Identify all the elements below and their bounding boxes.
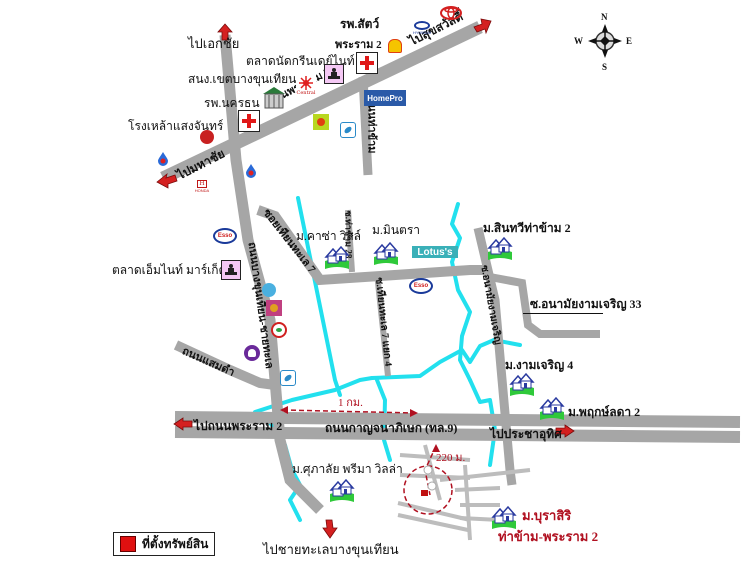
esso-logo-icon-2: Esso bbox=[409, 278, 433, 294]
road-label-soi-anamai-33: ซ.อนามัยงามเจริญ 33 bbox=[530, 297, 642, 311]
bank-icon-kasikorn bbox=[271, 322, 287, 338]
label-district-office: สนง.เขตบางขุนเทียน bbox=[188, 72, 297, 86]
label-to-rama2: ไปถนนพระราม 2 bbox=[194, 419, 283, 433]
store-logo-icon bbox=[313, 114, 329, 130]
hyundai-logo-icon: HYUNDAI bbox=[408, 20, 436, 36]
market-icon-green-day bbox=[324, 64, 344, 84]
compass-e: E bbox=[626, 36, 633, 46]
homepro-logo-icon: HomePro bbox=[364, 90, 406, 106]
lotus-logo-text: Lotus's bbox=[417, 246, 453, 258]
village-house-icon-burasiri bbox=[490, 505, 518, 531]
soi-grid bbox=[397, 444, 531, 541]
village-house-icon-sinthavee bbox=[486, 236, 514, 262]
direction-arrows bbox=[156, 18, 575, 539]
label-to-beach: ไปชายทะเลบางขุนเทียน bbox=[263, 542, 399, 557]
roads bbox=[160, 21, 741, 514]
label-vet-hospital: รพ.สัตว์ bbox=[340, 17, 380, 31]
soi-33-pointer-line bbox=[523, 313, 603, 314]
property-marker bbox=[421, 490, 428, 496]
label-saengchan: โรงเหล้าแสงจันทร์ bbox=[128, 119, 224, 133]
hyundai-logo-text: HYUNDAI bbox=[412, 30, 431, 35]
label-casa-ville: ม.คาซ่า วิลล์ bbox=[296, 229, 362, 243]
bank-icon-krungthai-2 bbox=[280, 370, 296, 386]
hospital-icon-nakornthon bbox=[238, 110, 260, 132]
government-building-icon bbox=[262, 86, 286, 110]
label-sinthavee: ม.สินทวีท่าข้าม 2 bbox=[483, 221, 571, 235]
bank-icon-scb-purple bbox=[244, 345, 260, 361]
distance-1km: 1 กม. bbox=[338, 397, 363, 409]
label-ngamcharoen4: ม.งามเจริญ 4 bbox=[505, 358, 574, 372]
bank-icon-scb bbox=[262, 283, 276, 297]
compass-n: N bbox=[601, 12, 608, 22]
label-burasiri-sub: ท่าข้าม-พระราม 2 bbox=[498, 529, 599, 544]
label-to-pracha-uthit: ไปประชาอุทิศ bbox=[490, 427, 562, 441]
honda-logo-text: HONDA bbox=[194, 187, 210, 193]
village-house-icon-mintra bbox=[372, 241, 400, 267]
ptt-gas-icon-1 bbox=[157, 152, 169, 166]
compass-icon bbox=[588, 24, 622, 58]
market-icon-m-night bbox=[221, 260, 241, 280]
honda-logo-icon: H HONDA bbox=[194, 179, 210, 193]
road-label-kanchanaphisek: ถนนกาญจนาภิเษก (ทล.9) bbox=[325, 421, 458, 435]
distillery-icon bbox=[200, 130, 214, 144]
compass-rose: N S W E bbox=[574, 10, 633, 72]
legend-property-label: ที่ตั้งทรัพย์สิน bbox=[142, 536, 209, 551]
distance-220m: 220 ม. bbox=[436, 452, 466, 464]
homepro-logo-text: HomePro bbox=[367, 93, 403, 103]
map-legend: ที่ตั้งทรัพย์สิน bbox=[113, 532, 215, 556]
village-house-icon-pruklada2 bbox=[538, 396, 566, 422]
label-mintra: ม.มินตรา bbox=[372, 223, 420, 237]
esso-text-1: Esso bbox=[217, 233, 233, 239]
label-burasiri: ม.บุราสิริ bbox=[522, 508, 572, 523]
village-house-icon-casa-ville bbox=[323, 245, 351, 271]
hospital-icon-vet bbox=[356, 52, 378, 74]
shell-logo-icon bbox=[388, 39, 402, 53]
village-house-icon-ngamcharoen4 bbox=[508, 372, 536, 398]
label-to-ekkachai: ไปเอกชัย bbox=[188, 36, 240, 51]
lotus-logo-icon: Lotus's bbox=[412, 246, 458, 258]
legend-property-swatch bbox=[120, 536, 136, 552]
bank-icon-krungthai bbox=[340, 122, 356, 138]
label-pruklada2: ม.พฤกษ์ลดา 2 bbox=[568, 405, 641, 419]
label-supalai-prima: ม.ศุภาลัย พรีมา วิลล่า bbox=[292, 462, 403, 476]
ptt-gas-icon-2 bbox=[245, 164, 257, 178]
esso-text-2: Esso bbox=[413, 283, 429, 289]
label-rama2-shell: พระราม 2 bbox=[335, 39, 382, 51]
label-m-night-market: ตลาดเอ็มไนท์ มาร์เก็ต bbox=[112, 263, 227, 277]
bank-icon-gsb bbox=[266, 300, 282, 316]
village-house-icon-supalai bbox=[328, 478, 356, 504]
label-nakornthon: รพ.นครธน bbox=[204, 96, 260, 110]
central-logo-icon: Central bbox=[296, 74, 316, 98]
esso-logo-icon-1: Esso bbox=[213, 228, 237, 244]
central-logo-text: Central bbox=[296, 90, 316, 96]
compass-w: W bbox=[574, 36, 583, 46]
toyota-logo-icon bbox=[440, 6, 462, 20]
compass-s: S bbox=[602, 62, 608, 72]
